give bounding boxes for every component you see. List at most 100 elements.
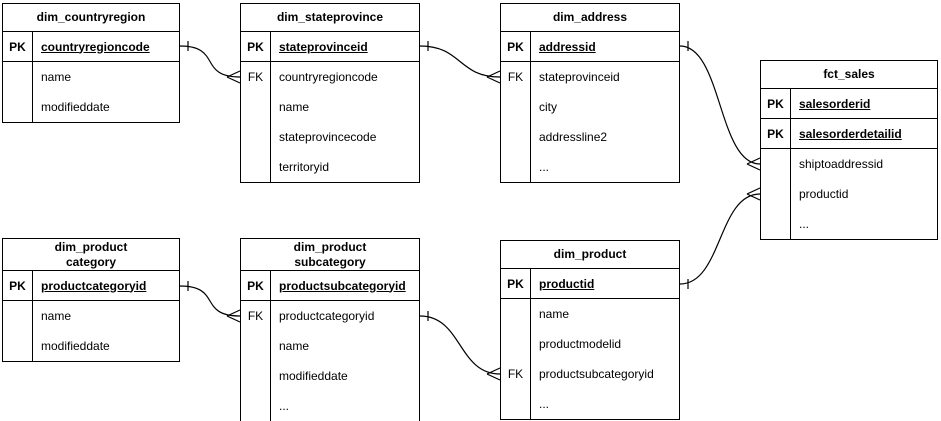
key-cell (241, 122, 271, 152)
entity-title: dim_product subcategory (241, 239, 419, 271)
field-cell: countryregioncode (279, 70, 378, 84)
table-row: name (241, 331, 419, 361)
table-row: name (241, 92, 419, 122)
table-row: PK addressid (501, 32, 679, 62)
table-row: name (3, 301, 179, 331)
field-cell: addressid (539, 39, 596, 54)
table-row: FK countryregioncode (241, 62, 419, 92)
table-row: FK productsubcategoryid (501, 359, 679, 389)
key-cell: PK (761, 89, 791, 118)
field-cell: countryregioncode (41, 39, 150, 54)
key-cell: PK (761, 119, 791, 148)
key-cell (761, 149, 791, 179)
field-cell: salesorderid (799, 96, 871, 111)
key-cell (241, 331, 271, 361)
entity-dim-product-category: dim_product category PK productcategoryi… (2, 238, 180, 362)
entity-dim-product-subcategory: dim_product subcategory PK productsubcat… (240, 238, 420, 421)
field-cell: name (539, 307, 570, 321)
key-cell (241, 92, 271, 122)
field-cell: ... (539, 397, 550, 411)
entity-title: dim_product category (3, 239, 179, 271)
relationship-dim_stateprovince-dim_address (419, 41, 501, 84)
key-cell: PK (501, 32, 531, 61)
entity-dim-product: dim_product PK productid name productmod… (500, 240, 680, 420)
field-cell: productcategoryid (279, 309, 375, 323)
table-row: name (501, 299, 679, 329)
key-cell (241, 361, 271, 391)
table-row: shiptoaddressid (761, 149, 937, 179)
key-cell: PK (241, 32, 271, 61)
field-cell: productid (539, 276, 595, 291)
field-cell: productid (799, 187, 849, 201)
table-row: PK countryregioncode (3, 32, 179, 62)
key-cell (501, 152, 531, 182)
table-row: PK productid (501, 269, 679, 299)
key-cell (501, 299, 531, 329)
key-cell (501, 389, 531, 419)
field-cell: addressline2 (539, 130, 608, 144)
key-cell (761, 179, 791, 209)
field-cell: ... (279, 399, 290, 413)
key-cell (241, 391, 271, 421)
entity-title: fct_sales (761, 61, 937, 89)
entity-title: dim_countryregion (3, 4, 179, 32)
table-row: FK stateprovinceid (501, 62, 679, 92)
table-row: PK productsubcategoryid (241, 271, 419, 301)
field-cell: stateprovinceid (279, 39, 368, 54)
table-row: PK productcategoryid (3, 271, 179, 301)
entity-title: dim_address (501, 4, 679, 32)
field-cell: name (279, 100, 310, 114)
field-cell: ... (799, 217, 810, 231)
table-row: city (501, 92, 679, 122)
key-cell (501, 92, 531, 122)
key-cell (761, 209, 791, 239)
field-cell: productmodelid (539, 337, 622, 351)
relationship-dim_productcategory-dim_productsubcategory (179, 281, 241, 323)
key-cell (3, 301, 33, 331)
key-cell: PK (501, 269, 531, 298)
field-cell: modifieddate (41, 100, 110, 114)
key-cell: FK (241, 62, 271, 92)
field-cell: modifieddate (41, 339, 110, 353)
relationship-dim_product-fct_sales (679, 187, 761, 289)
key-cell (3, 62, 33, 92)
table-row: FK productcategoryid (241, 301, 419, 331)
field-cell: city (539, 100, 557, 114)
table-row: addressline2 (501, 122, 679, 152)
field-cell: stateprovinceid (539, 70, 620, 84)
field-cell: productcategoryid (41, 278, 147, 293)
key-cell (501, 329, 531, 359)
relationship-dim_productsubcategory-dim_product (419, 311, 501, 381)
field-cell: ... (539, 160, 550, 174)
field-cell: salesorderdetailid (799, 126, 902, 141)
relationship-dim_address-fct_sales (679, 41, 761, 171)
key-cell: FK (501, 359, 531, 389)
key-cell: FK (241, 301, 271, 331)
table-row: ... (501, 389, 679, 419)
relationship-dim_countryregion-dim_stateprovince (179, 41, 241, 84)
table-row: productmodelid (501, 329, 679, 359)
key-cell (3, 331, 33, 361)
table-row: ... (761, 209, 937, 239)
entity-title: dim_product (501, 241, 679, 269)
table-row: territoryid (241, 152, 419, 182)
entity-title: dim_stateprovince (241, 4, 419, 32)
entity-fct-sales: fct_sales PK salesorderid PK salesorderd… (760, 60, 938, 240)
key-cell (3, 92, 33, 122)
table-row: name (3, 62, 179, 92)
entity-dim-address: dim_address PK addressid FK stateprovinc… (500, 3, 680, 183)
table-row: modifieddate (3, 331, 179, 361)
table-row: PK stateprovinceid (241, 32, 419, 62)
field-cell: modifieddate (279, 369, 348, 383)
field-cell: stateprovincecode (279, 130, 377, 144)
table-row: ... (501, 152, 679, 182)
key-cell: PK (3, 32, 33, 61)
field-cell: name (279, 339, 310, 353)
entity-dim-countryregion: dim_countryregion PK countryregioncode n… (2, 3, 180, 123)
key-cell: FK (501, 62, 531, 92)
table-row: PK salesorderid (761, 89, 937, 119)
key-cell: PK (3, 271, 33, 300)
field-cell: productsubcategoryid (539, 367, 654, 381)
table-row: stateprovincecode (241, 122, 419, 152)
